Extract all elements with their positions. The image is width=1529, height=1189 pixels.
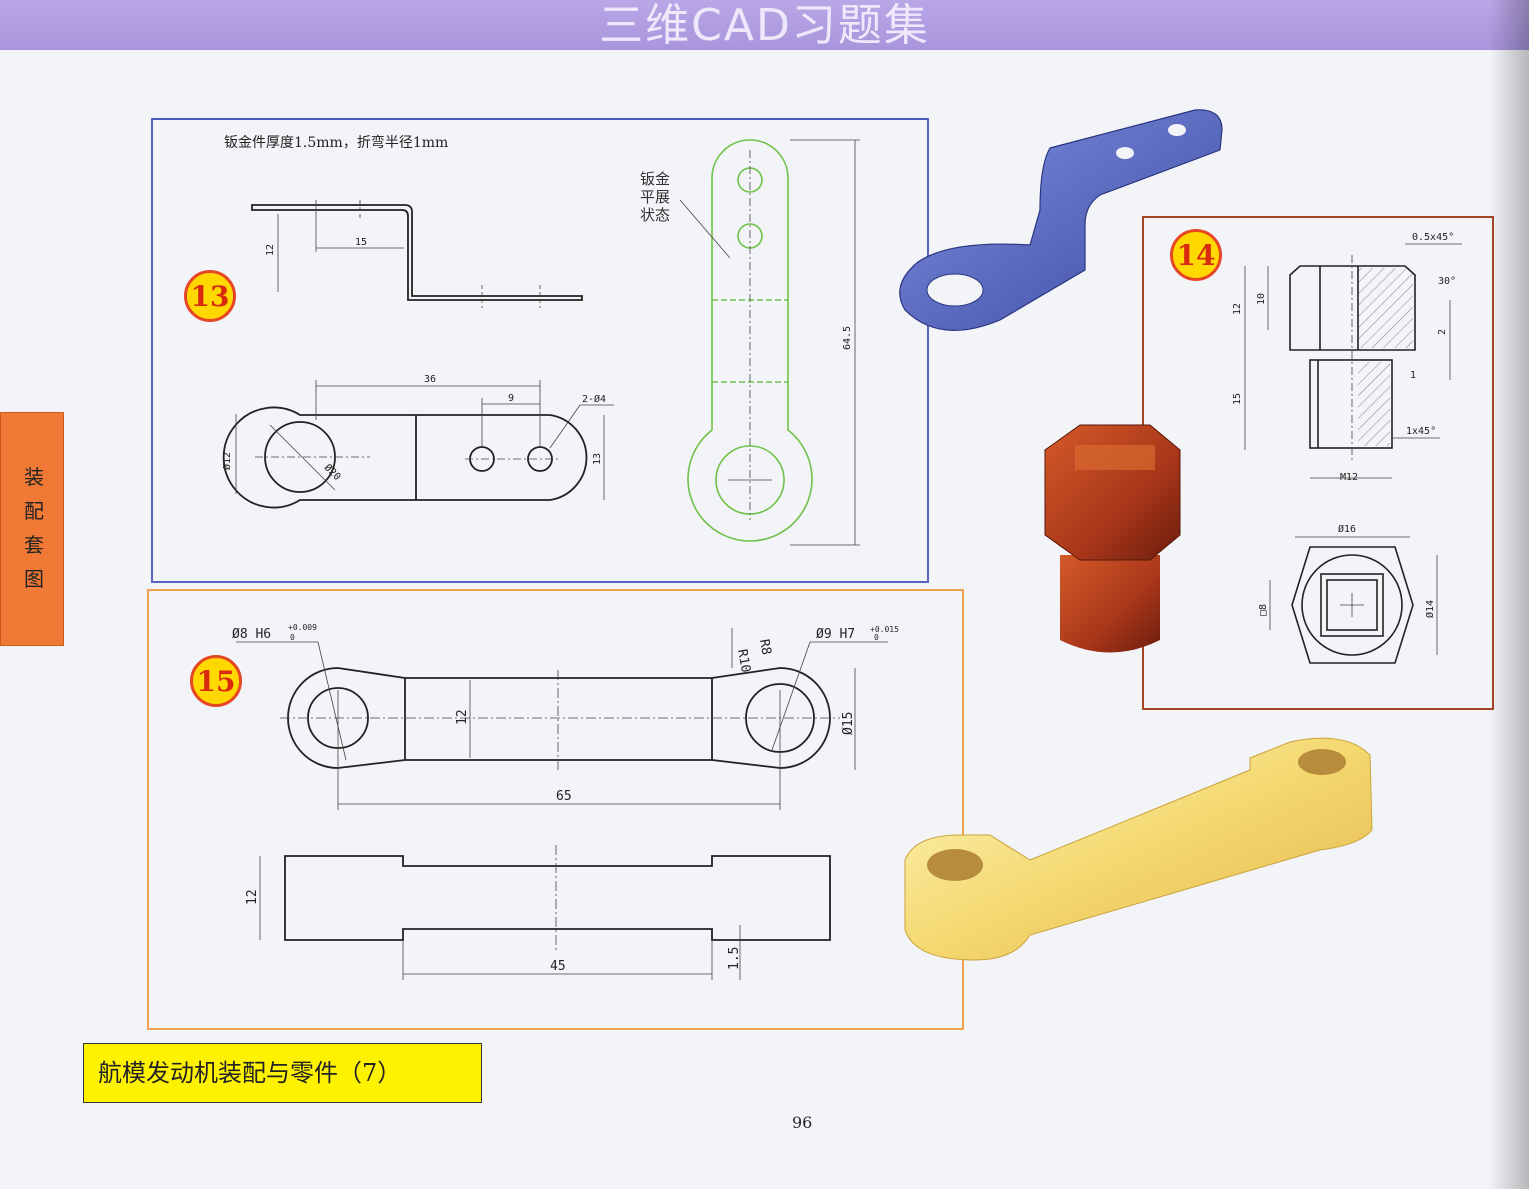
ex13-bend-profile (251, 204, 583, 301)
ex14-dim-thread-length: 15 (1232, 393, 1243, 405)
ex14-3d-plug (1044, 424, 1181, 653)
ex14-hatch-head (1358, 268, 1413, 348)
ex15-side-dims (259, 845, 741, 980)
exercise-13-frame (151, 118, 929, 583)
ex14-dims (1244, 243, 1462, 479)
ex14-dim-step: 2 (1437, 329, 1448, 335)
ex14-dim-across-flats: Ø14 (1424, 600, 1436, 618)
ex15-front-dims (236, 628, 888, 810)
ex13-dim-tab-width: 13 (592, 453, 603, 465)
ex13-top-dims (235, 380, 614, 500)
ex15-dim-center-distance: 65 (556, 789, 572, 804)
ex14-dim-head-height: 12 (1232, 303, 1243, 315)
ex15-side-view (284, 855, 831, 941)
ex15-3d-link (904, 737, 1373, 961)
exercise-15-badge: 15 (190, 655, 242, 707)
ex13-dim-hole-spacing: 9 (508, 393, 514, 404)
ex15-dim-right-tol-lower: 0 (874, 633, 879, 642)
ex14-end-view (1291, 546, 1414, 664)
ex15-dim-recess-depth: 1.5 (727, 947, 742, 970)
page-header-title: 三维CAD习题集 (599, 0, 930, 51)
flat-pattern-label: 钣金平展状态 (640, 170, 671, 224)
page-caption: 航模发动机装配与零件（7） (83, 1043, 482, 1103)
ex15-dim-boss: Ø15 (841, 712, 856, 735)
ex15-dim-side-height: 12 (245, 889, 260, 905)
exercise-15-frame (147, 589, 964, 1030)
ex14-hatch-shank (1358, 362, 1390, 446)
ex13-dim-holes: 2-Ø4 (582, 393, 606, 405)
ex14-end-dims (1269, 536, 1438, 655)
ex15-dim-right-hole: Ø9 H7 (816, 627, 855, 642)
ex14-dim-chamfer-bottom: 1x45° (1406, 426, 1436, 437)
ex13-3d-bracket (899, 109, 1223, 331)
page-number: 96 (792, 1113, 813, 1132)
ex15-dim-left-tol-lower: 0 (290, 633, 295, 642)
ex15-dim-recess-length: 45 (550, 959, 566, 974)
ex14-dim-head-inner: 10 (1256, 293, 1267, 305)
ex13-flat-dims (679, 139, 860, 546)
exercise-13-badge: 13 (184, 270, 236, 322)
exercise-14-badge: 14 (1170, 229, 1222, 281)
ex13-dim-bend-offset: 15 (355, 237, 367, 248)
ex15-dim-right-tol-upper: +0.015 (870, 625, 899, 634)
ex13-dim-flat-length: 64.5 (842, 326, 853, 350)
ex14-dim-angle: 30° (1438, 276, 1456, 287)
ex15-dim-left-tol-upper: +0.009 (288, 623, 317, 632)
ex13-dim-end-dia: Ø12 (221, 452, 233, 470)
ex14-dim-relief: 1 (1410, 370, 1416, 381)
ex15-dim-r10: R10 (734, 648, 753, 674)
header-bar (0, 0, 1529, 50)
ex14-dim-chamfer-top: 0.5x45° (1412, 232, 1454, 243)
ex14-dim-square: □8 (1258, 604, 1269, 616)
sheet-metal-note: 钣金件厚度1.5mm，折弯半径1mm (224, 135, 449, 151)
ex13-bend-dims (277, 200, 541, 308)
ex13-dim-length: 36 (424, 374, 436, 385)
page-gutter-shadow (1489, 0, 1529, 1189)
ex14-dim-across-corners: Ø16 (1338, 523, 1356, 535)
side-tab-label: 装配套图 (24, 465, 44, 591)
ex15-dim-left-hole: Ø8 H6 (232, 627, 271, 642)
ex14-dim-thread: M12 (1340, 472, 1358, 483)
side-tab (0, 412, 64, 646)
ex15-dim-r8: R8 (756, 638, 773, 656)
ex15-dim-mid-height: 12 (455, 709, 470, 725)
ex13-top-view (222, 406, 588, 509)
ex13-dim-bend-height: 12 (265, 244, 276, 256)
